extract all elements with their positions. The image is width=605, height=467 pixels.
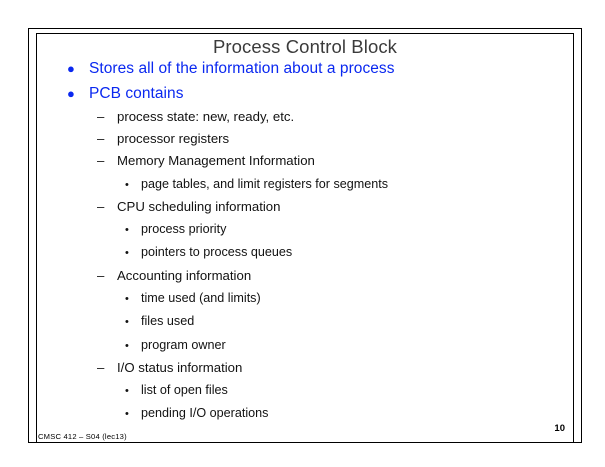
bullet-item-level-2: –CPU scheduling information [37,196,573,218]
page-title: Process Control Block [212,36,398,57]
bullet-marker-icon: ● [67,61,75,76]
bullet-item-level-1: ● PCB contains [37,81,573,106]
bullet-item-level-3: • pending I/O operations [37,402,573,425]
bullet-marker-icon: • [125,292,129,305]
bullet-text: list of open files [141,383,228,397]
bullet-marker-icon: • [125,385,129,397]
bullet-text: process priority [141,222,227,237]
bullet-text: CPU scheduling information [117,198,281,214]
bullet-item-level-1: ● Stores all of the information about a p… [37,56,573,81]
bullet-item-level-3: • files used [37,310,573,333]
bullet-marker-icon: – [97,153,105,169]
bullet-text: PCB contains [89,85,184,102]
bullet-item-level-2: –Accounting information [37,265,573,287]
bullet-marker-icon: – [97,198,105,214]
bullet-text: pending I/O operations [141,406,269,421]
bullet-item-level-3: • process priority [37,218,573,241]
bullet-text: files used [141,314,195,329]
bullet-text: time used (and limits) [141,290,261,305]
bullet-text: program owner [141,337,226,352]
bullet-item-level-2: –process state: new, ready, etc. [37,106,573,128]
bullet-item-level-2: –I/O status information [37,357,573,379]
bullet-marker-icon: – [97,131,105,147]
bullet-marker-icon: • [125,316,129,329]
bullet-item-level-3: • time used (and limits) [37,287,573,310]
bullet-marker-icon: • [125,224,129,237]
bullet-item-level-3: • list of open files [37,379,573,402]
bullet-marker-icon: • [125,178,129,191]
bullet-text: process state: new, ready, etc. [117,109,295,124]
bullet-marker-icon: • [125,339,129,352]
bullet-marker-icon: • [125,247,129,260]
slide-inner-frame: Process Control Block ● Stores all of the… [36,33,574,443]
footer-course-label: CMSC 412 – S04 (lec13) [38,432,127,441]
bullet-text: I/O status information [117,359,243,375]
bullet-marker-icon: • [125,408,129,421]
bullet-text: Stores all of the information about a pr… [89,60,395,77]
bullet-item-level-3: • program owner [37,334,573,357]
bullet-text: pointers to process queues [141,245,293,260]
bullet-item-level-3: • pointers to process queues [37,241,573,264]
bullet-list: ● Stores all of the information about a p… [37,56,573,426]
bullet-marker-icon: – [97,267,105,283]
footer-page-number: 10 [554,423,565,434]
bullet-text: processor registers [117,131,230,147]
bullet-item-level-3: • page tables, and limit registers for se… [37,173,573,196]
bullet-marker-icon: – [97,109,105,124]
bullet-text: page tables, and limit registers for seg… [141,176,389,191]
bullet-text: Accounting information [117,267,252,283]
bullet-item-level-2: –Memory Management Information [37,150,573,172]
bullet-marker-icon: ● [67,86,75,101]
bullet-marker-icon: – [97,359,105,375]
bullet-text: Memory Management Information [117,153,315,169]
bullet-item-level-2: –processor registers [37,128,573,150]
